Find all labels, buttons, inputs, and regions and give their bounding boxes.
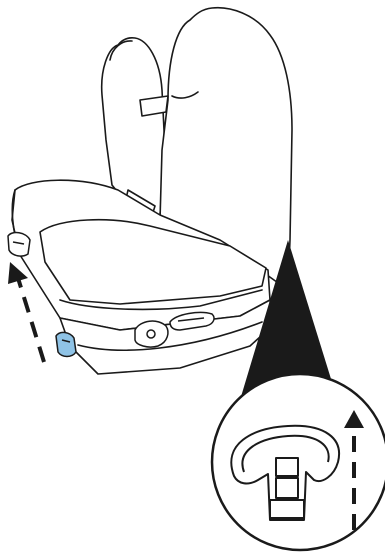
highlighted-lever-icon: [56, 332, 76, 356]
lever-detail-icon: [212, 374, 385, 550]
vehicle-seat-icon: [12, 8, 292, 374]
upper-side-lever-icon: [8, 233, 30, 257]
